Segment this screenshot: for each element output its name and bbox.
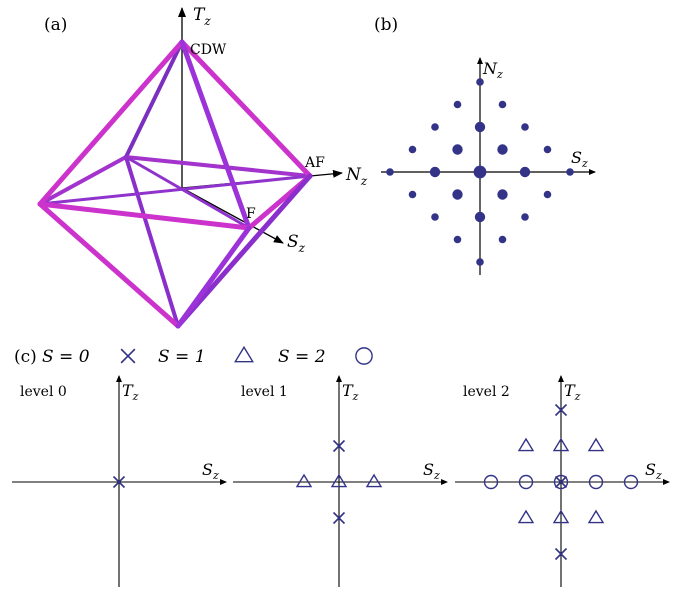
b-nz-axis-label: Nz <box>482 59 503 81</box>
weight-dot <box>429 166 441 178</box>
weight-dot <box>452 144 463 155</box>
edge-top-right <box>179 39 313 179</box>
edge-top-left <box>37 39 185 207</box>
panel-b-label: (b) <box>374 15 398 35</box>
level-sz-label: Sz <box>202 460 219 482</box>
cross-marker <box>332 511 346 525</box>
triangle-marker <box>587 437 605 452</box>
cross-marker <box>332 439 346 453</box>
circle-marker <box>553 474 569 490</box>
weight-dot <box>521 213 529 221</box>
triangle-marker <box>234 345 254 363</box>
sz-axis-label: Sz <box>287 232 306 255</box>
weight-dot <box>452 189 463 200</box>
circle-marker <box>483 474 499 490</box>
triangle-marker <box>552 437 570 452</box>
vertex-cdw-label: CDW <box>190 42 227 58</box>
circle-marker <box>355 347 373 365</box>
level-tz-label: Tz <box>342 381 359 403</box>
weight-dot <box>474 211 486 223</box>
level-name: level 2 <box>463 384 510 400</box>
cross-marker <box>120 348 136 364</box>
triangle-marker <box>330 473 348 488</box>
cross-marker <box>554 475 568 489</box>
edge-back-front <box>124 155 251 230</box>
circle-marker <box>623 474 639 490</box>
level-name: level 1 <box>241 384 288 400</box>
edge-left-back <box>38 155 128 206</box>
legend-label: S = 0 <box>42 347 90 367</box>
edge-left-bottom <box>37 201 181 329</box>
weight-dot <box>543 190 552 199</box>
triangle-marker <box>517 437 535 452</box>
weight-dot <box>543 145 552 154</box>
weight-dot <box>497 189 508 200</box>
edge-top-back <box>124 40 184 159</box>
triangle-marker <box>517 509 535 524</box>
panel-a-octahedron: (a) Tz Nz Sz CDW AF <box>37 5 368 329</box>
panel-b-weight-diagram: (b) Nz Sz <box>374 15 596 275</box>
legend-label: S = 2 <box>278 347 326 367</box>
level-sz-label: Sz <box>423 460 440 482</box>
triangle-marker <box>587 509 605 524</box>
octahedron-edges <box>37 39 313 329</box>
cross-marker <box>112 475 126 489</box>
vertex-f-label: F <box>246 206 256 222</box>
cross-marker <box>554 403 568 417</box>
level-tz-label: Tz <box>122 381 139 403</box>
level-tz-label: Tz <box>564 381 581 403</box>
nz-axis-label: Nz <box>345 165 368 188</box>
level-sz-label: Sz <box>645 460 662 482</box>
weight-dot <box>476 78 484 86</box>
weight-dot <box>453 100 462 109</box>
edge-top-front <box>179 39 252 231</box>
edge-back-right <box>124 155 312 178</box>
level-name: level 0 <box>20 384 67 400</box>
cross-marker <box>554 547 568 561</box>
sz-axis <box>181 187 284 244</box>
vertex-af-label: AF <box>304 155 325 171</box>
weight-dot <box>431 213 439 221</box>
weight-dot <box>408 145 417 154</box>
weight-dot <box>519 166 531 178</box>
circle-marker <box>588 474 604 490</box>
weight-dot <box>521 123 529 131</box>
weight-dot <box>498 100 507 109</box>
weight-dot <box>566 168 574 176</box>
edge-back-bottom <box>124 155 180 328</box>
b-points <box>386 78 574 266</box>
triangle-marker <box>295 473 313 488</box>
weight-dot <box>498 235 507 244</box>
edge-left-front <box>37 201 252 231</box>
legend: S = 0 S = 1 S = 2 <box>42 345 373 367</box>
weight-dot <box>386 168 394 176</box>
weight-dot <box>453 235 462 244</box>
weight-dot <box>408 190 417 199</box>
edge-right-bottom <box>175 173 313 329</box>
weight-dot <box>474 121 486 133</box>
edge-front-bottom <box>175 225 252 329</box>
b-sz-axis-label: Sz <box>571 148 588 170</box>
legend-label: S = 1 <box>158 347 206 367</box>
triangle-marker <box>552 509 570 524</box>
weight-dot <box>473 165 487 179</box>
weight-dot <box>476 258 484 266</box>
panel-a-label: (a) <box>44 15 67 35</box>
weight-dot <box>497 144 508 155</box>
tz-axis-label: Tz <box>193 5 211 28</box>
panel-c-label: (c) <box>14 347 37 367</box>
weight-dot <box>431 123 439 131</box>
triangle-marker <box>365 473 383 488</box>
circle-marker <box>518 474 534 490</box>
edge-left-right <box>38 174 312 206</box>
